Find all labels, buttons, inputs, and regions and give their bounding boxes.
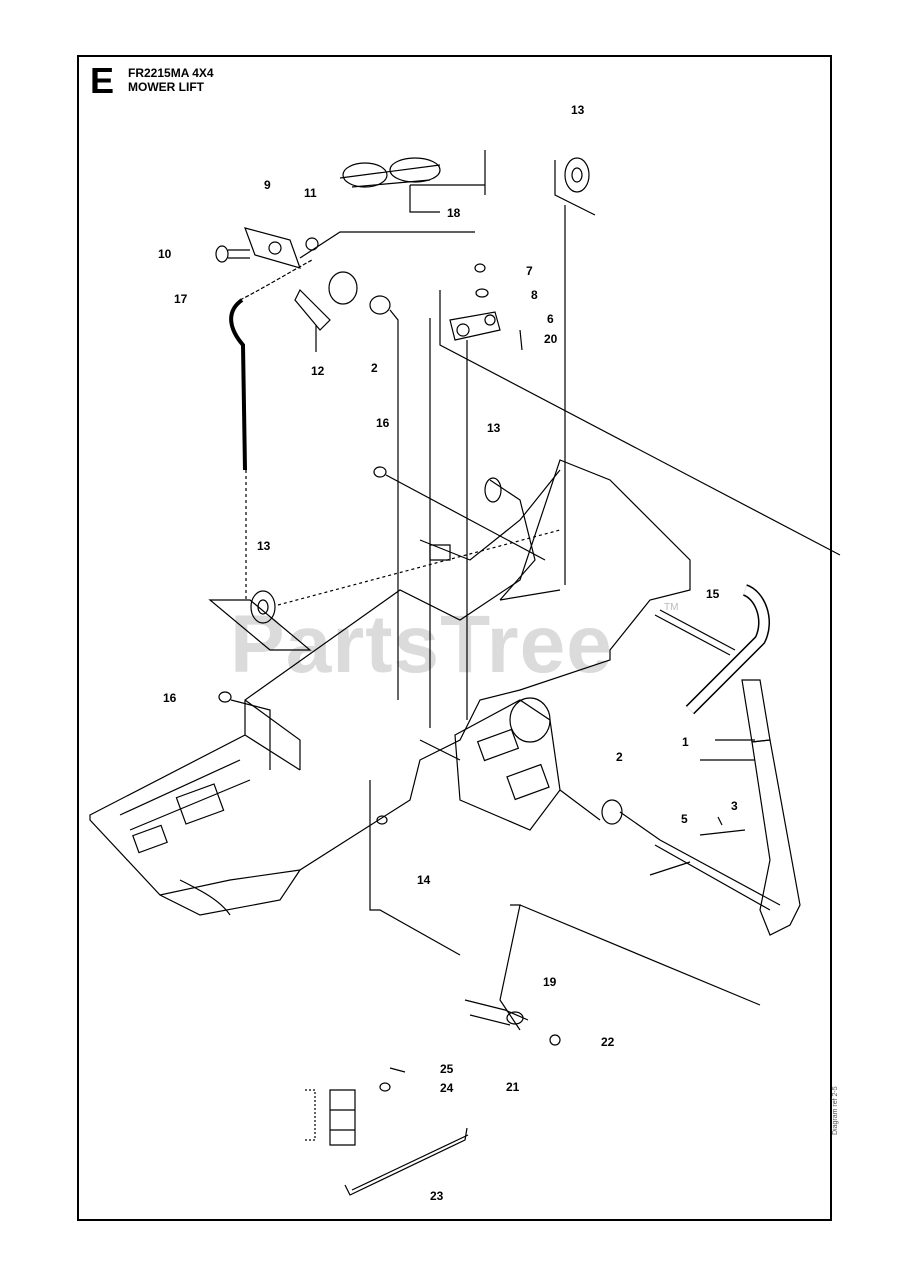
callout-6: 6 xyxy=(547,312,554,326)
part-13-left-pulley xyxy=(208,529,561,651)
callout-2-right: 2 xyxy=(616,750,623,764)
section-letter: E xyxy=(90,60,115,101)
diagram-title: FR2215MA 4X4 MOWER LIFT xyxy=(128,66,214,94)
callout-18: 18 xyxy=(447,206,461,220)
callout-16-top: 16 xyxy=(376,416,390,430)
callout-16-left: 16 xyxy=(163,691,177,705)
callout-21: 21 xyxy=(506,1080,520,1094)
part-21-spring xyxy=(305,1089,356,1146)
callout-10: 10 xyxy=(158,247,172,261)
title-model: FR2215MA 4X4 xyxy=(128,66,214,80)
part-14-pin xyxy=(369,780,461,956)
part-2-right-bushing xyxy=(601,799,781,911)
part-24-washer xyxy=(379,1082,391,1092)
diagram-frame xyxy=(77,55,832,1221)
watermark-trademark: TM xyxy=(664,602,679,613)
callout-20: 20 xyxy=(544,332,558,346)
callout-14: 14 xyxy=(417,873,431,887)
callout-17: 17 xyxy=(174,292,188,306)
callout-8: 8 xyxy=(531,288,538,302)
part-13-top-pulley xyxy=(554,157,596,585)
callout-1: 1 xyxy=(682,735,689,749)
part-19-link xyxy=(464,904,761,1046)
watermark: PartsTree xyxy=(230,599,613,690)
part-16-left-nut xyxy=(218,691,271,770)
callout-13-top: 13 xyxy=(571,103,585,117)
callout-23: 23 xyxy=(430,1189,444,1203)
part-17-cable xyxy=(229,259,313,600)
part-9-bracket xyxy=(244,227,475,269)
part-15-rod xyxy=(654,609,736,656)
callout-12: 12 xyxy=(311,364,325,378)
frame-chassis xyxy=(89,459,691,916)
part-12-spring-clip xyxy=(294,271,358,352)
side-reference-code: Diagram ref 2-5 xyxy=(832,1086,839,1135)
title-assembly: MOWER LIFT xyxy=(128,80,204,94)
callout-19: 19 xyxy=(543,975,557,989)
callout-5: 5 xyxy=(681,812,688,826)
callout-25: 25 xyxy=(440,1062,454,1076)
part-18-cable-clevis xyxy=(339,150,486,213)
callout-2-top: 2 xyxy=(371,361,378,375)
callout-9: 9 xyxy=(264,178,271,192)
callout-7: 7 xyxy=(526,264,533,278)
lift-arm-assembly xyxy=(419,697,601,831)
part-16-nut xyxy=(373,466,546,561)
callout-15: 15 xyxy=(706,587,720,601)
part-6-lever-link xyxy=(429,263,841,728)
callout-24: 24 xyxy=(440,1081,454,1095)
callout-22: 22 xyxy=(601,1035,615,1049)
part-25-pin xyxy=(389,1067,406,1073)
part-13-mid-pulley xyxy=(484,477,502,503)
callout-13-mid: 13 xyxy=(487,421,501,435)
part-10-bolt xyxy=(215,245,250,263)
part-1-lift-handle xyxy=(685,584,801,936)
callout-13-left: 13 xyxy=(257,539,271,553)
part-23-rod xyxy=(344,1127,469,1196)
callout-3: 3 xyxy=(731,799,738,813)
part-2-upper-bushing xyxy=(369,295,399,700)
callout-11: 11 xyxy=(304,186,317,200)
